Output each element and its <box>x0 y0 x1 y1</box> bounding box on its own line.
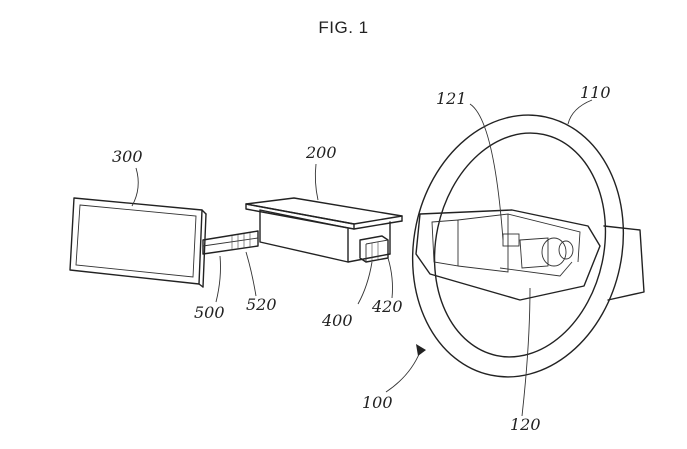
leader-lines <box>131 99 593 417</box>
figure-title: FIG. 1 <box>318 18 369 37</box>
label-120: 120 <box>510 415 541 434</box>
housing-box <box>245 197 403 263</box>
label-200: 200 <box>305 143 337 162</box>
arrowhead-icon <box>416 344 426 356</box>
mount-bracket <box>359 235 389 263</box>
label-500: 500 <box>194 303 225 322</box>
steering-wheel <box>411 114 645 378</box>
label-400: 400 <box>321 311 353 330</box>
label-520: 520 <box>246 295 277 314</box>
label-100: 100 <box>362 393 393 412</box>
label-300: 300 <box>112 147 143 166</box>
support-arm <box>202 230 259 255</box>
label-420: 420 <box>371 297 403 316</box>
label-121: 121 <box>436 89 467 108</box>
label-110: 110 <box>580 83 611 102</box>
display-monitor <box>69 197 207 288</box>
